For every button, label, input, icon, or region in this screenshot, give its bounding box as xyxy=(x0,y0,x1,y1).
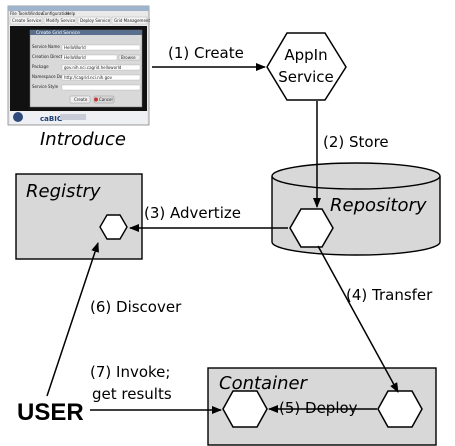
screenshot-cancel-button: Cancel xyxy=(99,97,113,102)
screenshot-menu-item: Window xyxy=(28,11,45,16)
create-label: (1) Create xyxy=(168,44,244,62)
screenshot-field-label: Package xyxy=(32,64,49,69)
screenshot-field-value: HelloWorld xyxy=(64,45,86,50)
screenshot-field-value: gov.nih.nci.cagrid.helloworld xyxy=(64,65,122,70)
screenshot-field-value: http://cagrid.nci.nih.gov xyxy=(64,75,113,80)
discover-arrow xyxy=(46,242,99,397)
container-hexagon-transferred xyxy=(377,390,423,428)
repository-hexagon xyxy=(289,208,334,248)
screenshot-browse-button: Browse xyxy=(121,55,136,60)
screenshot-field-label: Service Style xyxy=(32,84,59,89)
service-label-line2: Service xyxy=(278,68,333,86)
container-label: Container xyxy=(219,373,309,394)
advertize-label: (3) Advertize xyxy=(144,204,241,222)
transfer-arrow xyxy=(317,245,399,393)
screenshot-menu-item: Tools xyxy=(17,11,28,16)
screenshot-field-label: Service Name xyxy=(32,44,60,49)
screenshot-toolbar-item: Deploy Service xyxy=(80,18,111,23)
introduce-screenshot: File Tools Window Configuration Help Cre… xyxy=(7,5,150,126)
screenshot-brand: caBIG xyxy=(40,115,63,123)
registry-hexagon xyxy=(99,214,128,240)
deploy-label: (5) Deploy xyxy=(279,399,358,417)
transfer-label: (4) Transfer xyxy=(346,286,433,304)
screenshot-field-label: Namespace Domain xyxy=(32,74,73,79)
service-label-line1: AppIn xyxy=(284,46,327,64)
repository-label: Repository xyxy=(330,195,427,216)
user-label: USER xyxy=(17,399,84,426)
screenshot-dialog-title: Create Grid Service xyxy=(36,30,80,36)
screenshot-toolbar-item: Create Service xyxy=(12,18,42,23)
screenshot-menu-item: File xyxy=(10,11,17,16)
registry-label: Registry xyxy=(26,181,101,202)
invoke-label-line1: (7) Invoke; xyxy=(90,363,170,381)
screenshot-create-button: Create xyxy=(74,97,88,102)
screenshot-field-value: HelloWorld xyxy=(64,55,86,60)
screenshot-menu-bar: File Tools Window Configuration Help xyxy=(10,11,76,16)
screenshot-menu-item: Configuration xyxy=(42,11,70,16)
cancel-icon xyxy=(94,97,98,102)
container-hexagon-deployed xyxy=(222,390,268,428)
invoke-label-line2: get results xyxy=(92,385,172,403)
store-label: (2) Store xyxy=(323,133,389,151)
screenshot-toolbar: Create Service Modify Service Deploy Ser… xyxy=(9,16,150,25)
screenshot-dialog: Create Grid Service Service Name HelloWo… xyxy=(29,29,143,108)
introduce-caption: Introduce xyxy=(40,129,126,150)
screenshot-field-label: Creation Directory xyxy=(32,54,69,59)
globe-icon xyxy=(13,112,23,122)
screenshot-toolbar-item: Grid Management xyxy=(114,18,150,23)
discover-label: (6) Discover xyxy=(90,298,182,316)
service-hexagon xyxy=(266,32,347,101)
screenshot-menu-item: Help xyxy=(66,11,76,16)
screenshot-toolbar-item: Modify Service xyxy=(46,18,76,23)
